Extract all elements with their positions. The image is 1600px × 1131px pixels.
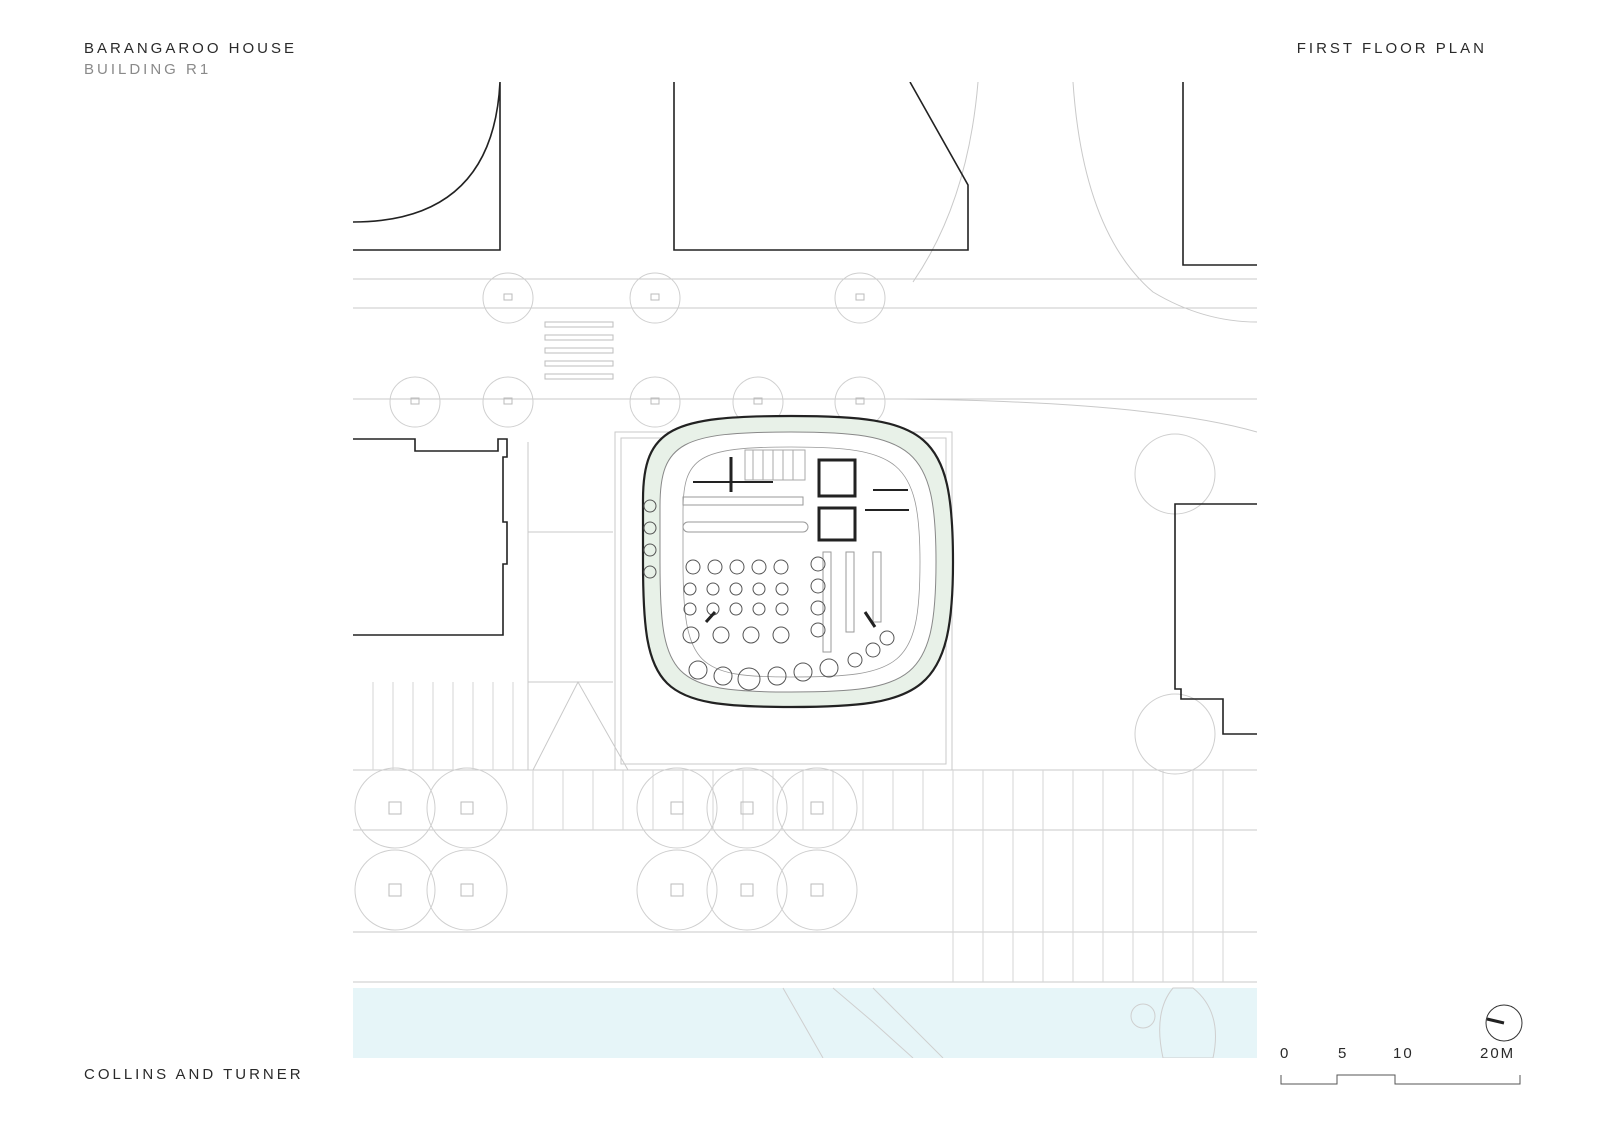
- chair-cluster-icon: [643, 499, 895, 691]
- floor-slab: [659, 431, 937, 693]
- planter-posts: [704, 610, 877, 628]
- scale-tick-20: 20M: [1480, 1045, 1516, 1062]
- scale-tick-10: 10: [1393, 1045, 1414, 1062]
- project-title: BARANGAROO HOUSE: [84, 40, 298, 57]
- pedestrian-crossing: [544, 321, 614, 380]
- service-core: [693, 457, 909, 542]
- neighbouring-buildings: [353, 82, 1257, 735]
- tree-grate-markers: [388, 293, 865, 897]
- water-structures: [782, 987, 1216, 1058]
- floor-plan-drawing: [353, 82, 1257, 1058]
- furniture: [682, 496, 882, 653]
- scale-bar-line: [1280, 1074, 1521, 1085]
- scale-bar: 0 5 10 20M: [1280, 1045, 1530, 1085]
- sheet-title: FIRST FLOOR PLAN: [1296, 40, 1487, 57]
- building-subtitle: BUILDING R1: [84, 61, 212, 78]
- paving-pattern: [372, 682, 1224, 982]
- scale-tick-5: 5: [1338, 1045, 1349, 1062]
- scale-tick-0: 0: [1280, 1045, 1291, 1062]
- stair: [744, 449, 806, 481]
- firm-name: COLLINS AND TURNER: [84, 1066, 304, 1083]
- tree-icon: [354, 272, 1216, 1029]
- water-area: [353, 988, 1257, 1058]
- north-arrow-icon: [1485, 1004, 1523, 1042]
